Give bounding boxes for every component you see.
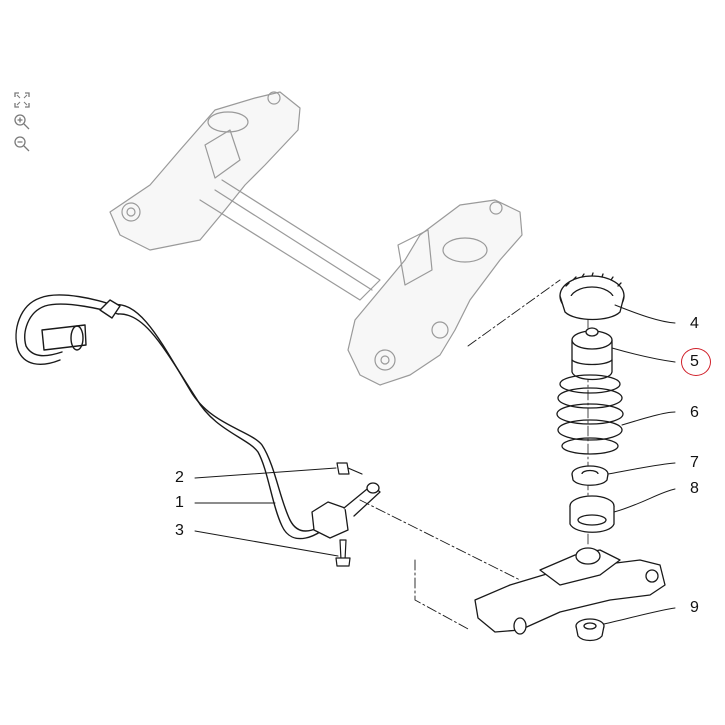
callout-7[interactable]: 7 <box>690 454 699 471</box>
fit-screen-icon <box>14 92 30 108</box>
callout-3[interactable]: 3 <box>175 522 184 539</box>
part-4-spring-seat <box>559 272 625 321</box>
fit-screen-button[interactable] <box>12 90 32 110</box>
zoom-in-button[interactable] <box>12 112 32 132</box>
callout-5[interactable]: 5 <box>690 353 699 370</box>
axis-line-subframe <box>467 279 561 347</box>
leader-7 <box>607 462 676 475</box>
leader-5 <box>611 347 676 363</box>
callout-9[interactable]: 9 <box>690 599 699 616</box>
bolt-3 <box>335 539 351 567</box>
viewer-toolbar <box>12 90 34 156</box>
callout-2[interactable]: 2 <box>175 469 184 486</box>
callout-1[interactable]: 1 <box>175 494 184 511</box>
callout-leaders <box>194 304 676 625</box>
zoom-in-icon <box>14 114 30 130</box>
leader-4 <box>614 304 676 324</box>
bar-clamp <box>311 482 381 539</box>
axis-line-arm <box>359 499 521 581</box>
zoom-out-icon <box>14 136 30 152</box>
zoom-out-button[interactable] <box>12 134 32 154</box>
leader-2 <box>194 467 337 479</box>
callout-6[interactable]: 6 <box>690 404 699 421</box>
axis-line-arm-2 <box>414 559 471 631</box>
leader-6 <box>621 411 676 426</box>
part-9-nut <box>575 618 605 642</box>
bolt-2 <box>336 462 363 475</box>
part-8-lower-seat <box>569 495 615 533</box>
part-5-bump-stop <box>571 327 613 381</box>
part-6-coil-spring <box>556 374 624 455</box>
part-7-bearing <box>571 465 609 486</box>
callout-4[interactable]: 4 <box>690 315 699 332</box>
rear-subframe <box>109 91 523 386</box>
leader-8 <box>613 488 676 513</box>
leader-3 <box>194 530 339 557</box>
anti-roll-bar <box>15 294 341 540</box>
trailing-arm <box>474 547 666 635</box>
callout-8[interactable]: 8 <box>690 480 699 497</box>
callout-5-highlight-ring <box>681 348 711 376</box>
leader-9 <box>603 607 676 625</box>
